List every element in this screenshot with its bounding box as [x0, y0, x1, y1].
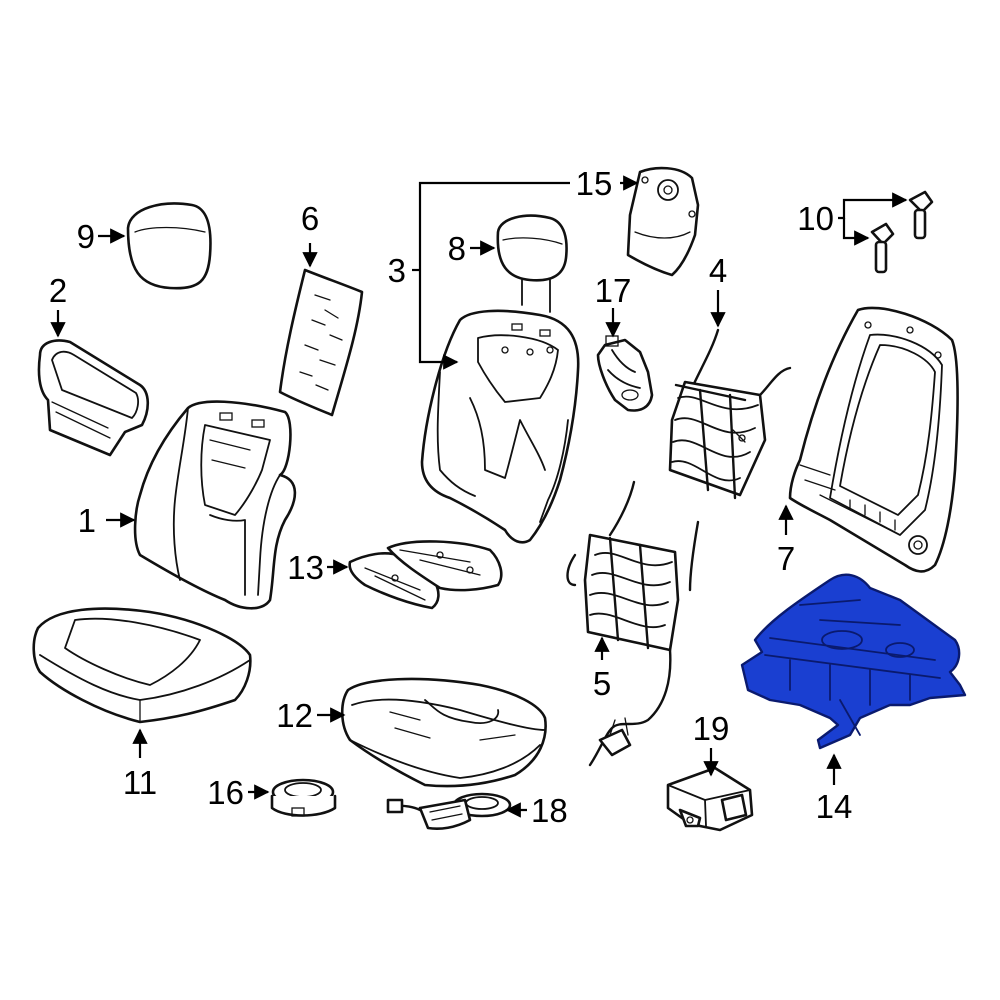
part-2-pad[interactable]: [37, 339, 150, 457]
part-14-seat-track[interactable]: [740, 573, 967, 750]
part-10-bolts[interactable]: [870, 190, 934, 274]
callout-leaders: [50, 175, 908, 818]
part-6-back-pad[interactable]: [278, 268, 364, 417]
callout-17: 17: [595, 272, 632, 309]
callout-13: 13: [287, 549, 324, 586]
callout-14: 14: [816, 788, 853, 825]
part-9-headrest-cover[interactable]: [126, 202, 212, 290]
part-7-seatback-frame[interactable]: [788, 306, 959, 573]
part-17-actuator[interactable]: [596, 335, 654, 412]
callout-15: 15: [576, 165, 613, 202]
part-19-module[interactable]: [666, 766, 754, 832]
part-15-back-panel[interactable]: [626, 166, 700, 277]
callout-4: 4: [709, 252, 727, 289]
callout-9: 9: [77, 218, 95, 255]
callout-19: 19: [693, 710, 730, 747]
part-1-seatback-cover[interactable]: [133, 400, 297, 610]
callout-11: 11: [123, 764, 157, 801]
callout-3: 3: [388, 252, 406, 289]
callout-16: 16: [207, 774, 244, 811]
callout-10: 10: [797, 200, 834, 237]
part-13-seat-pads[interactable]: [348, 540, 503, 610]
part-5-lumbar-assembly[interactable]: [566, 480, 700, 767]
part-3-seatback-assembly[interactable]: [420, 309, 580, 544]
part-11-cushion-cover[interactable]: [32, 607, 252, 724]
callout-6: 6: [301, 200, 319, 237]
callout-8: 8: [448, 230, 466, 267]
callout-2: 2: [49, 272, 67, 309]
callout-12: 12: [276, 697, 313, 734]
callout-18: 18: [531, 792, 568, 829]
part-12-cushion-pad[interactable]: [340, 677, 547, 788]
part-18-sensor-harness[interactable]: [386, 792, 512, 831]
callout-1: 1: [78, 502, 96, 539]
callout-7: 7: [777, 540, 795, 577]
callout-5: 5: [593, 665, 611, 702]
part-4-lumbar-frame[interactable]: [668, 328, 792, 500]
part-16-sensor[interactable]: [270, 778, 337, 817]
callout-labels: 1 2 3 4 5 6 7 8 9 10 11 12 13 14 15 16 1…: [49, 165, 853, 829]
part-8-headrest[interactable]: [496, 214, 568, 313]
